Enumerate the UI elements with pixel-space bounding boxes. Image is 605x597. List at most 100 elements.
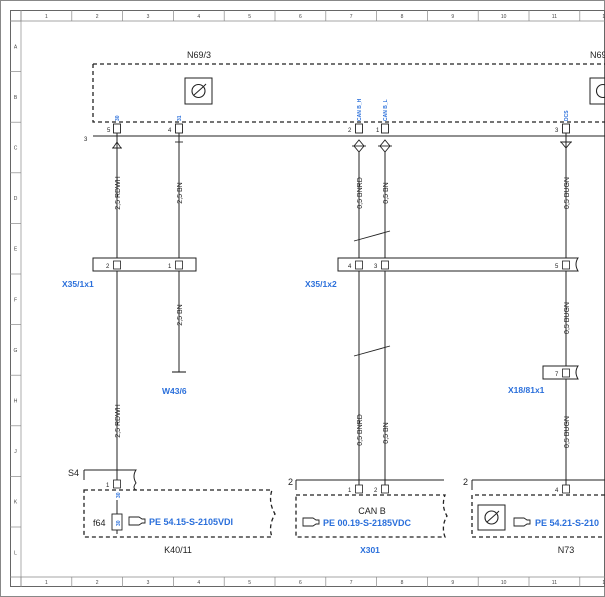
ground-node-label: 3 [84,137,88,143]
connector-x35-1x2[interactable]: 4 3 5 X35/1x2 [305,257,579,289]
svg-text:2: 2 [374,488,378,494]
ruler-row-label: A [14,44,18,50]
ruler-column-label: 4 [197,580,200,586]
svg-text:1: 1 [376,128,380,134]
svg-text:2: 2 [463,477,468,487]
fuse-icon [111,513,123,531]
svg-text:30: 30 [116,492,122,498]
ruler-column-label: 12 [602,14,605,20]
wire-label-1: 2,5 RDWH [115,176,122,209]
n73-reference-link[interactable]: PE 54.21-S-210 [535,518,599,528]
module-n69-3[interactable]: N69/3 N69 [92,50,605,123]
ruler-column-label: 9 [451,14,454,20]
ruler-row-label: B [14,95,18,101]
ruler-row-label: K [14,500,18,506]
svg-text:2: 2 [106,264,110,270]
svg-text:4: 4 [348,264,352,270]
x301-label: X301 [360,545,380,555]
can-l-connector-icon [378,139,392,153]
ruler-column-label: 8 [401,14,404,20]
fuse-label: f64 [93,518,106,528]
component-x301[interactable]: 2 1 2 CAN B PE 00.19-S-2185VDC X301 [288,477,448,555]
wire-label-5: 0,5 BUGN [564,177,571,209]
module-n69-right-label: N69 [590,50,605,60]
component-n73[interactable]: 2 4 PE 54.21-S-210 N73 [463,477,605,555]
ruler-column-label: 11 [552,14,557,20]
svg-text:2: 2 [348,128,352,134]
svg-text:3: 3 [374,264,378,270]
k40-reference-link[interactable]: PE 54.15-S-2105VDI [149,517,233,527]
reference-pointer-icon [513,517,531,527]
k40-label: K40/11 [164,545,192,555]
svg-text:3: 3 [555,128,559,134]
ruler-column-label: 1 [45,14,48,20]
svg-text:1: 1 [348,488,352,494]
ruler-row-label: D [14,196,18,202]
module-symbol-icon [184,77,213,105]
reference-pointer-icon [128,516,146,526]
ground-w43-label: W43/6 [162,386,187,396]
wire-lines [116,133,567,488]
connector-x35-1x1[interactable]: 2 1 X35/1x1 [62,257,197,289]
wire-label-7: 0,5 BUGN [564,302,571,334]
svg-text:30: 30 [116,520,122,526]
wire-label-6: 2,5 BN [177,304,184,325]
svg-text:4: 4 [555,488,559,494]
svg-text:2: 2 [288,477,293,487]
ruler-column-label: 10 [501,14,507,20]
ruler-column-label: 2 [96,580,99,586]
can-h-connector-icon [352,139,366,153]
module-n69-3-label: N69/3 [187,50,211,60]
x301-title: CAN B [358,506,386,516]
ruler-column-label: 5 [248,14,251,20]
ruler-column-label: 12 [602,580,605,586]
wire-label-2: 2,5 BN [177,182,184,203]
connector-x18-81x1-label: X18/81x1 [508,385,545,395]
svg-text:7: 7 [555,372,559,378]
wire-label-3: 0,5 BNRD [357,177,364,209]
svg-text:CAN B_L: CAN B_L [383,99,389,121]
top-pin-2[interactable]: 2 CAN B_H [348,98,363,134]
ruler-column-label: 6 [299,580,302,586]
svg-text:DCS: DCS [564,110,570,121]
s4-label: S4 [68,468,79,478]
svg-text:4: 4 [168,128,172,134]
wire-label-10: 0,5 BN [383,422,390,443]
x301-reference-link[interactable]: PE 00.19-S-2185VDC [323,518,412,528]
ruler-column-label: 11 [552,580,557,586]
ruler-column-label: 7 [350,580,353,586]
ruler-column-label: 9 [451,580,454,586]
svg-text:5: 5 [555,264,559,270]
ruler-column-label: 8 [401,580,404,586]
ruler-row-label: E [14,247,18,253]
svg-text:5: 5 [107,128,111,134]
ruler-row-label: G [14,348,18,354]
connector-x18-81x1[interactable]: 7 X18/81x1 [508,365,579,395]
top-pin-1[interactable]: 1 CAN B_L [376,99,389,134]
component-k40-11[interactable]: S4 1 30 30 f64 PE 54.15-S-2105VDI K40/11 [68,468,276,555]
ruler-row-label: F [14,297,17,303]
module-symbol-n73-icon [477,504,506,531]
svg-text:31: 31 [177,115,183,121]
wire-label-4: 0,5 BN [383,182,390,203]
svg-text:CAN B_H: CAN B_H [357,98,363,121]
connector-x35-1x1-label: X35/1x1 [62,279,94,289]
ruler-column-label: 4 [197,14,200,20]
connector-x35-1x2-label: X35/1x2 [305,279,337,289]
ruler-row-label: L [14,550,17,556]
ruler-column-label: 6 [299,14,302,20]
ruler-column-label: 3 [147,14,150,20]
ruler-column-label: 5 [248,580,251,586]
svg-text:1: 1 [106,483,110,489]
ruler-row-label: J [14,449,17,455]
svg-text:30: 30 [115,115,121,121]
wire-label-9: 0,5 BNRD [357,414,364,446]
ruler-row-label: C [14,146,18,152]
ruler-column-label: 3 [147,580,150,586]
ruler-column-label: 7 [350,14,353,20]
ruler-column-label: 2 [96,14,99,20]
wire-label-11: 0,5 BUGN [564,416,571,448]
